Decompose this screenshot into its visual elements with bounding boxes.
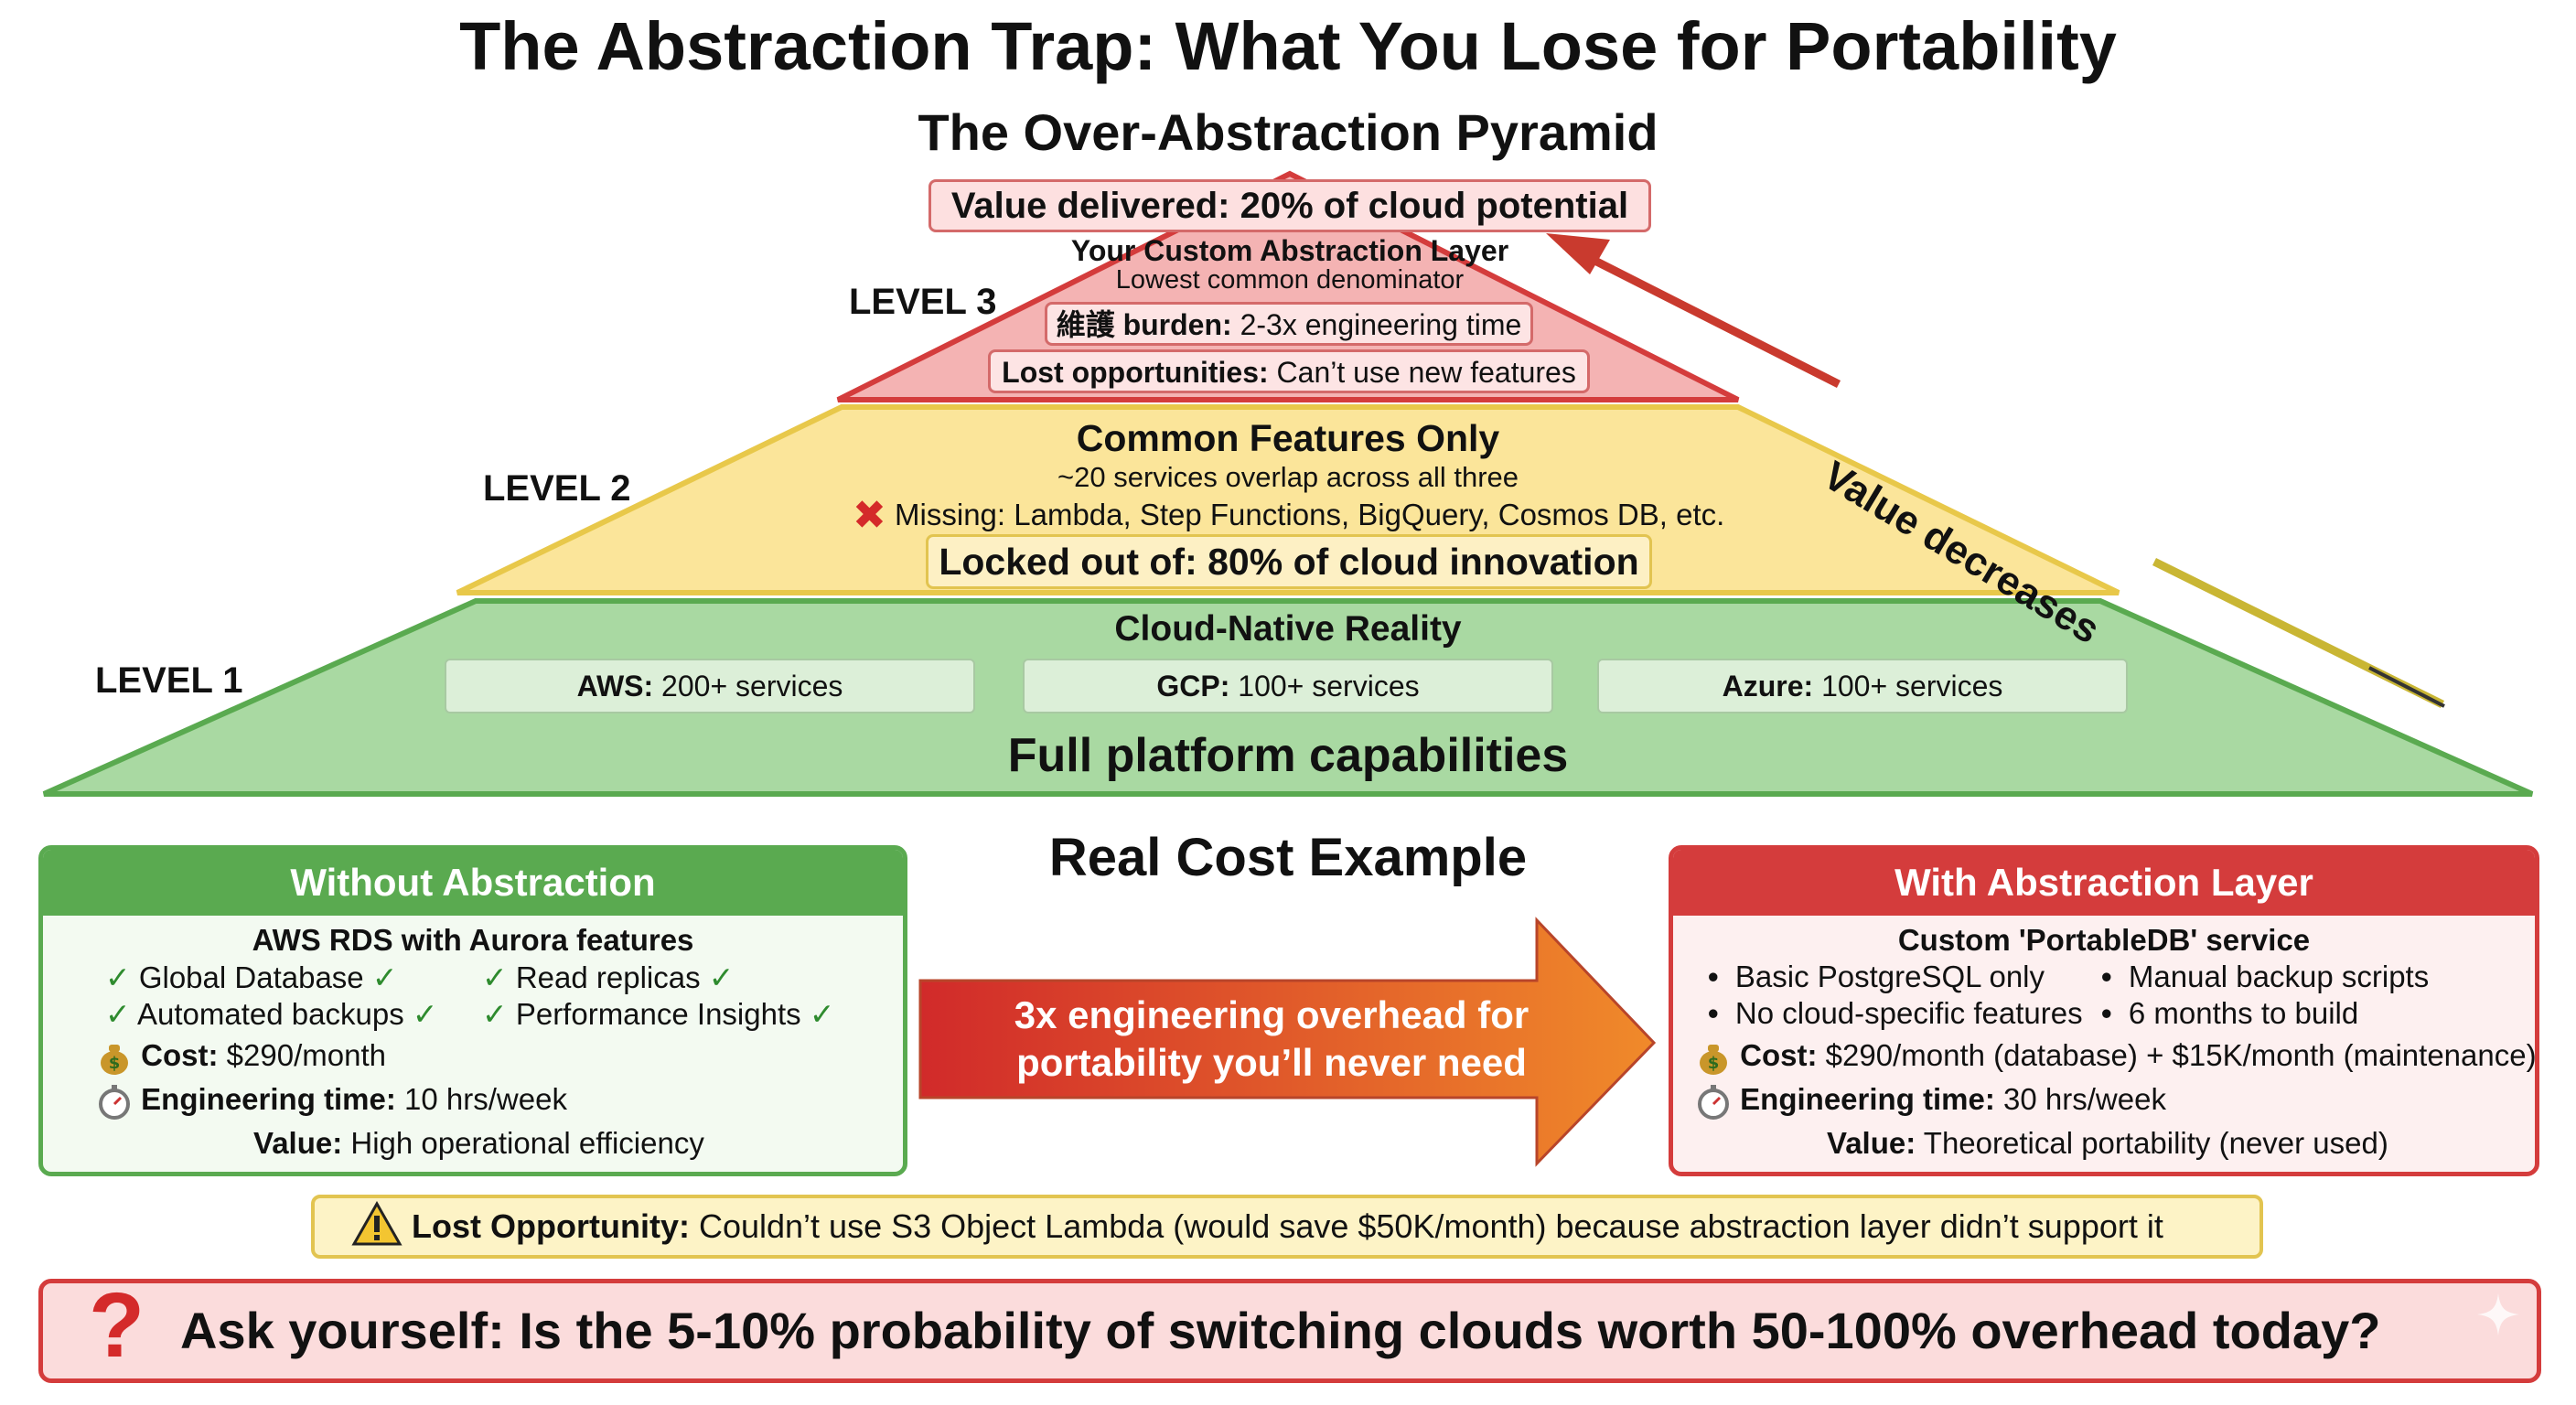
- level3-burden-label: 維護 burden:: [1056, 308, 1232, 341]
- level2-heading: Common Features Only: [1076, 417, 1500, 459]
- money-bag-icon: $: [101, 1045, 128, 1076]
- check-icon: ✓: [371, 960, 398, 994]
- check-icon: ✓: [105, 997, 131, 1031]
- level3-lost-label: Lost opportunities:: [1002, 356, 1269, 389]
- feature-item: ✓ Automated backups ✓: [105, 997, 438, 1031]
- provider-box-azure: Azure: 100+ services: [1597, 659, 2128, 713]
- lost-opportunity-label: Lost Opportunity:: [412, 1207, 690, 1245]
- level1-label: LEVEL 1: [95, 660, 243, 701]
- level3-subheading: Lowest common denominator: [1115, 265, 1465, 295]
- pyramid-title: The Over-Abstraction Pyramid: [918, 103, 1658, 161]
- level3-lost-pill: Lost opportunities: Can’t use new featur…: [988, 349, 1590, 393]
- check-icon: ✓: [412, 997, 438, 1031]
- without-abstraction-panel: Without Abstraction AWS RDS with Aurora …: [38, 845, 907, 1176]
- with-abstraction-panel: With Abstraction Layer Custom 'PortableD…: [1669, 845, 2539, 1176]
- money-bag-icon: $: [1700, 1045, 1727, 1076]
- level3-burden-pill: 維護 burden: 2-3x engineering time: [1045, 302, 1533, 346]
- without-panel-subtitle: AWS RDS with Aurora features: [252, 923, 694, 957]
- overhead-arrow-text-line1: 3x engineering overhead for: [1014, 993, 1530, 1036]
- question-banner: ? Ask yourself: Is the 5-10% probability…: [38, 1274, 2541, 1383]
- question-text: Ask yourself: Is the 5-10% probability o…: [180, 1302, 2381, 1359]
- level2-subheading: ~20 services overlap across all three: [1057, 461, 1519, 493]
- provider-box-gcp: GCP: 100+ services: [1023, 659, 1553, 713]
- cost-example-title: Real Cost Example: [1048, 828, 1528, 887]
- stopwatch-icon: [99, 1085, 130, 1121]
- check-icon: ✓: [708, 960, 735, 994]
- level3-label: LEVEL 3: [849, 282, 997, 322]
- without-cost-row: $ Cost: $290/month: [96, 1038, 386, 1076]
- with-value-row: Value: Theoretical portability (never us…: [1827, 1126, 2388, 1160]
- level2-band: [456, 404, 2120, 595]
- overhead-arrow: [918, 917, 1657, 1167]
- provider-count: 100+ services: [1813, 670, 2003, 702]
- with-cost-row: $ Cost: $290/month (database) + $15K/mon…: [1695, 1038, 2535, 1076]
- x-mark-icon: ✖: [853, 493, 886, 538]
- value-arrow-tail: [2368, 666, 2445, 708]
- with-panel-header: With Abstraction Layer: [1673, 850, 2535, 916]
- check-icon: ✓: [809, 997, 835, 1031]
- feature-item: ✓ Read replicas ✓: [482, 960, 735, 994]
- level2-locked-pill: Locked out of: 80% of cloud innovation: [926, 534, 1652, 589]
- feature-item: ✓ Global Database ✓: [105, 960, 398, 994]
- value-arrow-line-top: [1562, 241, 1841, 389]
- level3-heading: Your Custom Abstraction Layer: [1070, 234, 1509, 267]
- svg-text:$: $: [109, 1054, 121, 1073]
- main-title: The Abstraction Trap: What You Lose for …: [459, 8, 2117, 84]
- check-icon: ✓: [482, 997, 508, 1031]
- level1-footer: Full platform capabilities: [1007, 729, 1569, 782]
- provider-box-aws: AWS: 200+ services: [445, 659, 975, 713]
- level2-label: LEVEL 2: [483, 468, 631, 509]
- lost-opportunity-banner: Lost Opportunity: Couldn’t use S3 Object…: [311, 1195, 2263, 1259]
- feature-item: ✓ Performance Insights ✓: [482, 997, 835, 1031]
- sparkle-icon: [2477, 1293, 2519, 1335]
- check-icon: ✓: [482, 960, 508, 994]
- without-value-row: Value: High operational efficiency: [253, 1126, 704, 1160]
- with-panel-subtitle: Custom 'PortableDB' service: [1897, 923, 2311, 957]
- value-delivered-badge: Value delivered: 20% of cloud potential: [928, 179, 1651, 232]
- without-time-row: Engineering time: 10 hrs/week: [96, 1082, 567, 1121]
- level3-lost-text: Can’t use new features: [1268, 356, 1576, 389]
- provider-name: AWS:: [576, 670, 654, 702]
- level2-missing-row: ✖ Missing: Lambda, Step Functions, BigQu…: [853, 492, 1724, 539]
- provider-name: Azure:: [1722, 670, 1814, 702]
- lost-opportunity-text: Couldn’t use S3 Object Lambda (would sav…: [689, 1207, 2163, 1245]
- with-time-row: Engineering time: 30 hrs/week: [1695, 1082, 2166, 1121]
- level2-missing-text: Missing: Lambda, Step Functions, BigQuer…: [895, 498, 1725, 531]
- provider-count: 200+ services: [653, 670, 843, 702]
- provider-count: 100+ services: [1229, 670, 1420, 702]
- bullet-item: • No cloud-specific features: [1708, 996, 2083, 1030]
- overhead-arrow-text-line2: portability you’ll never need: [1016, 1041, 1527, 1084]
- warning-icon: [351, 1201, 402, 1246]
- level3-burden-text: 2-3x engineering time: [1231, 308, 1522, 341]
- svg-text:$: $: [1708, 1054, 1720, 1073]
- without-panel-header: Without Abstraction: [43, 850, 903, 916]
- bullet-item: • Basic PostgreSQL only: [1708, 960, 2045, 993]
- question-mark-icon: ?: [89, 1274, 145, 1377]
- level1-heading: Cloud-Native Reality: [1114, 609, 1462, 649]
- check-icon: ✓: [105, 960, 131, 994]
- bullet-item: • Manual backup scripts: [2101, 960, 2430, 993]
- bullet-item: • 6 months to build: [2101, 996, 2359, 1030]
- value-arrow-head: [1546, 233, 1610, 274]
- provider-name: GCP:: [1156, 670, 1230, 702]
- stopwatch-icon: [1698, 1085, 1729, 1121]
